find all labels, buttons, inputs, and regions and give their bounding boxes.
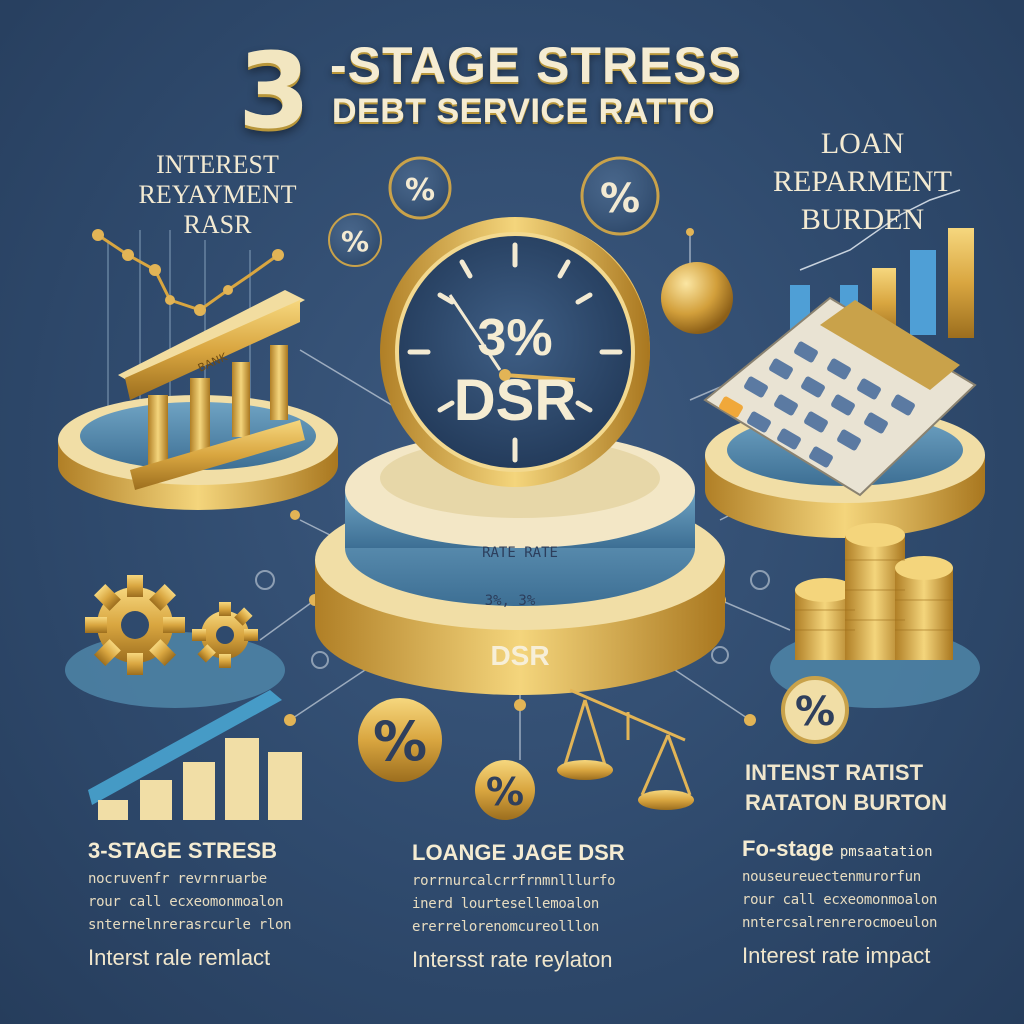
- clock-percent: 3%: [477, 309, 552, 367]
- right-label-line: BURDEN: [800, 203, 925, 236]
- ring-rate-text: RATE RATE: [482, 545, 558, 561]
- column-line: rour call ecxeomonmoalon: [742, 892, 938, 908]
- clock-dsr: DSR: [454, 368, 576, 433]
- dsr-clock: [380, 217, 650, 487]
- right-label-line: LOAN: [820, 127, 905, 160]
- column-heading-main: Fo-stage: [742, 836, 834, 861]
- right-heading-line: RATATON BURTON: [745, 790, 948, 815]
- column-line: rour call ecxeomonmoalon: [88, 894, 284, 910]
- gold-ball-icon: [661, 262, 733, 334]
- left-label-line: INTEREST: [156, 150, 279, 179]
- bank-building-icon: BANK: [118, 290, 305, 490]
- column-line: snternelnrerasrcurle rlon: [88, 917, 292, 933]
- pedestal-dsr-label: DSR: [490, 640, 549, 671]
- coin-stack-icon: [795, 523, 953, 660]
- bottom-bar-chart: [88, 690, 302, 820]
- column-footer: Interest rate impact: [742, 943, 931, 968]
- center-pedestal: [315, 432, 725, 695]
- percent-icon: %: [373, 710, 427, 773]
- title-number: 3: [238, 30, 310, 152]
- right-label-line: REPARMENT: [773, 165, 952, 198]
- ring-percent-text: 3%, 3%: [485, 593, 536, 609]
- column-footer: Intersst rate reylaton: [412, 947, 613, 972]
- column-heading: Fo-stage pmsaatation: [742, 836, 1012, 862]
- column-line: nouseureuectenmurorfun: [742, 869, 921, 885]
- column-line: nntercsalrenrerocmoeulon: [742, 915, 938, 931]
- right-label: LOAN REPARMENT BURDEN: [745, 125, 980, 239]
- title-line-1: -STAGE STRESS: [330, 37, 743, 93]
- percent-icon: %: [341, 225, 369, 258]
- gear-icon: [85, 575, 258, 675]
- gears-platform: [65, 632, 285, 708]
- column-1: 3-STAGE STRESB nocruvenfr revrnruarbe ro…: [88, 838, 348, 971]
- column-line: nocruvenfr revrnruarbe: [88, 871, 267, 887]
- column-line: ererrelorenomcureolllon: [412, 919, 599, 935]
- left-label-line: RASR: [183, 210, 252, 239]
- column-heading: LOANGE JAGE DSR: [412, 840, 625, 865]
- column-line: inerd lourtesellemoalon: [412, 896, 599, 912]
- right-heading-line: INTENST RATIST: [745, 760, 924, 785]
- column-line: rorrnurcalcrrfrnmnlllurfo: [412, 873, 616, 889]
- percent-icon: %: [795, 689, 835, 735]
- title-line-2: DEBT SERVICE RATTO: [332, 92, 716, 130]
- column-3: Fo-stage pmsaatation nouseureuectenmuror…: [742, 836, 1012, 969]
- percent-icon: %: [486, 770, 524, 814]
- column-heading-small: pmsaatation: [839, 844, 933, 860]
- scales-icon: [563, 688, 692, 796]
- percent-icon: %: [600, 176, 640, 222]
- column-2: LOANGE JAGE DSR rorrnurcalcrrfrnmnlllurf…: [412, 840, 682, 973]
- right-heading: INTENST RATIST RATATON BURTON: [745, 758, 1005, 818]
- calculator-icon: [703, 296, 977, 497]
- column-footer: Interst rale remlact: [88, 945, 271, 970]
- percent-bubbles: % % % % % %: [328, 156, 849, 820]
- left-label: INTEREST REYAYMENT RASR: [110, 150, 325, 240]
- left-label-line: REYAYMENT: [138, 180, 297, 209]
- column-heading: 3-STAGE STRESB: [88, 838, 278, 863]
- percent-icon: %: [405, 173, 435, 208]
